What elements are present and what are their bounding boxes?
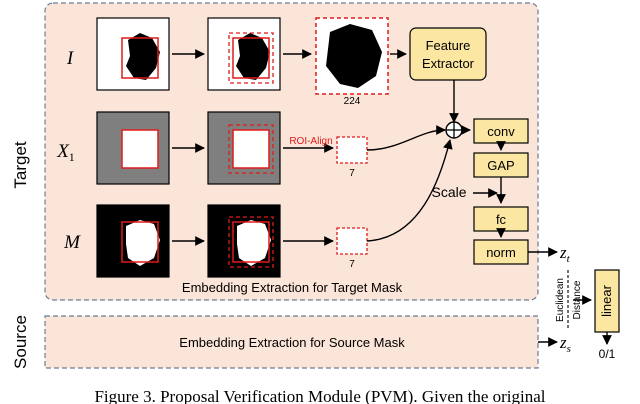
embedding-zt: zt (559, 243, 571, 265)
fc-box: fc (473, 206, 529, 232)
feature-extractor-box: Feature Extractor (409, 27, 487, 81)
image-expanded-thumb (207, 17, 281, 91)
x1-roi-feature-7 (336, 136, 368, 164)
roi-align-label: ROI-Align (289, 136, 332, 147)
embedding-zs: zs (559, 333, 571, 355)
target-panel-caption: Embedding Extraction for Target Mask (182, 280, 403, 295)
mask-expanded-thumb (207, 204, 281, 278)
source-panel-caption: Embedding Extraction for Source Mask (179, 335, 405, 350)
mask-input-thumb (96, 204, 170, 278)
svg-text:linear: linear (599, 284, 614, 316)
image-input-thumb (96, 17, 170, 91)
figure-caption: Figure 3. Proposal Verification Module (… (94, 387, 545, 404)
size-label-224: 224 (344, 96, 361, 107)
x1-expanded-thumb (207, 111, 281, 185)
curve-x1-to-concat (366, 125, 446, 151)
size-label-7a: 7 (349, 168, 355, 179)
concat-icon (445, 121, 463, 139)
source-side-label: Source (11, 315, 30, 369)
source-panel (44, 315, 539, 369)
svg-text:conv: conv (487, 124, 515, 139)
svg-text:GAP: GAP (487, 158, 514, 173)
row-label-image: I (66, 48, 75, 69)
row-label-x1: X1 (56, 141, 75, 164)
gap-box: GAP (473, 152, 529, 178)
cropped-image-224 (315, 17, 389, 95)
scale-label: Scale (431, 184, 466, 200)
target-side-label: Target (11, 141, 30, 189)
size-label-7b: 7 (349, 259, 355, 270)
output-label: 0/1 (599, 347, 616, 361)
svg-text:Extractor: Extractor (422, 56, 475, 71)
mask-roi-feature-7 (336, 227, 368, 255)
svg-text:norm: norm (486, 245, 516, 260)
svg-text:fc: fc (496, 212, 507, 227)
x1-input-thumb (96, 111, 170, 185)
curve-mask-to-concat (366, 139, 453, 242)
row-label-mask: M (63, 232, 81, 253)
svg-text:Feature: Feature (426, 38, 471, 53)
conv-box: conv (473, 118, 529, 144)
norm-box: norm (473, 239, 529, 265)
linear-box: linear (594, 269, 620, 333)
euclidean-label: Euclidean (555, 278, 566, 322)
